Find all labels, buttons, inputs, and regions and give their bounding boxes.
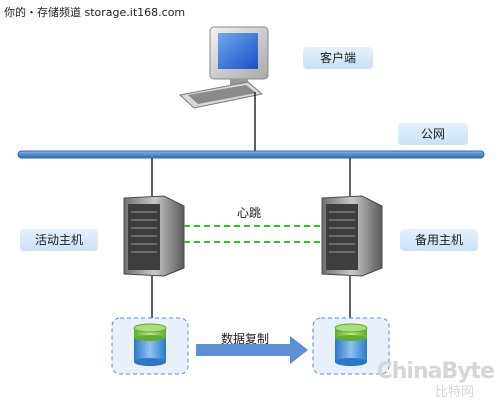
replication-label: 数据复制 bbox=[220, 332, 269, 346]
active-server-icon bbox=[123, 195, 185, 277]
heartbeat-label: 心跳 bbox=[236, 206, 261, 220]
public-network-bar bbox=[17, 150, 485, 159]
active-host-label: 活动主机 bbox=[20, 229, 98, 251]
client-label: 客户端 bbox=[303, 47, 373, 69]
site-watermark: 你的・存储频道 storage.it168.com bbox=[4, 6, 186, 19]
active-database-icon bbox=[133, 323, 167, 366]
replication-arrow-icon bbox=[196, 336, 308, 364]
public-network-label: 公网 bbox=[398, 123, 468, 145]
chinabyte-logo: ChinaByte bbox=[376, 359, 495, 384]
standby-database-icon bbox=[334, 323, 368, 366]
standby-server-icon bbox=[321, 195, 383, 277]
client-computer-icon bbox=[178, 26, 269, 109]
standby-host-label: 备用主机 bbox=[400, 229, 478, 251]
chinabyte-sub-logo: 比特网 bbox=[434, 385, 474, 400]
